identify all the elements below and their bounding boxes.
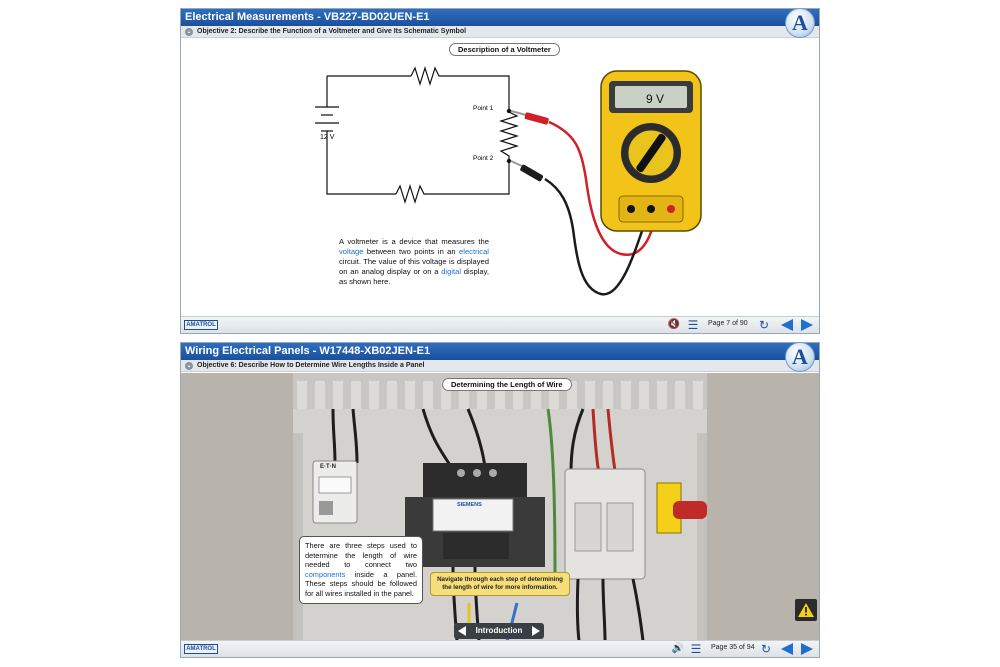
voltmeter-diagram: 12 V Point 1 Point 2 9 V — [315, 65, 702, 296]
slide-caption: Determining the Length of Wire — [442, 378, 572, 391]
slide-caption: Description of a Voltmeter — [449, 43, 560, 56]
objective-text: Objective 6: Describe How to Determine W… — [197, 362, 425, 369]
glossary-link-voltage[interactable]: voltage — [339, 247, 364, 256]
amatrol-brand: AMATROL — [184, 320, 218, 330]
amatrol-brand: AMATROL — [184, 644, 218, 654]
red-probe — [510, 110, 658, 257]
multimeter — [600, 70, 702, 232]
point1-label: Point 1 — [473, 105, 494, 112]
page-indicator: Page 35 of 94 — [711, 644, 755, 651]
objective-bar[interactable]: ⌄ Objective 6: Describe How to Determine… — [181, 360, 819, 372]
transformer-brand-label: SIEMENS — [457, 502, 482, 508]
menu-icon[interactable]: ☰ — [690, 642, 702, 656]
slide-content: E·T·N SIEMENS Determining the Length of … — [181, 373, 819, 641]
step-next-icon[interactable] — [532, 626, 540, 636]
step-prev-icon[interactable] — [458, 626, 466, 636]
battery-label: 12 V — [320, 134, 335, 141]
electrical-panel-photo: E·T·N SIEMENS — [293, 373, 707, 641]
objective-text: Objective 2: Describe the Function of a … — [197, 28, 467, 35]
amatrol-logo-icon: A — [785, 342, 815, 372]
meter-reading: 9 V — [646, 92, 664, 106]
point2-node — [506, 158, 512, 164]
page-indicator: Page 7 of 90 — [708, 320, 748, 327]
chevron-down-icon[interactable]: ⌄ — [185, 362, 193, 370]
objective-bar[interactable]: ⌄ Objective 2: Describe the Function of … — [181, 26, 819, 38]
warning-icon — [798, 603, 814, 617]
prev-arrow-icon[interactable] — [781, 643, 793, 655]
mute-icon[interactable]: 🔇 — [667, 319, 681, 330]
breaker-brand-label: E·T·N — [320, 464, 336, 470]
chevron-down-icon[interactable]: ⌄ — [185, 28, 193, 36]
black-probe — [510, 160, 648, 296]
glossary-link-digital[interactable]: digital — [441, 267, 462, 276]
window-title: Wiring Electrical Panels - W17448-XB02JE… — [181, 343, 819, 360]
amatrol-logo-icon: A — [785, 8, 815, 38]
navigation-bar: AMATROL 🔊 ☰ Page 35 of 94 ↻ — [181, 640, 819, 657]
course-window-voltmeter: Electrical Measurements - VB227-BD02UEN-… — [180, 8, 820, 334]
menu-icon[interactable]: ☰ — [687, 318, 699, 332]
navigation-hint-callout: Navigate through each step of determinin… — [430, 572, 570, 596]
glossary-link-components[interactable]: components — [305, 569, 346, 579]
next-arrow-icon[interactable] — [801, 319, 813, 331]
next-arrow-icon[interactable] — [801, 643, 813, 655]
slide-content: Description of a Voltmeter — [181, 39, 819, 317]
circuit-schematic — [315, 65, 520, 205]
point2-label: Point 2 — [473, 155, 494, 162]
steps-note: There are three steps used to determine … — [299, 536, 423, 604]
voltmeter-description: A voltmeter is a device that measures th… — [339, 237, 489, 286]
volume-icon[interactable]: 🔊 — [671, 643, 685, 654]
point1-node — [506, 108, 512, 114]
course-window-wiring: Wiring Electrical Panels - W17448-XB02JE… — [180, 342, 820, 658]
prev-arrow-icon[interactable] — [781, 319, 793, 331]
warning-button[interactable] — [795, 599, 817, 621]
step-label: Introduction — [475, 626, 523, 635]
navigation-bar: AMATROL 🔇 ☰ Page 7 of 90 ↻ — [181, 316, 819, 333]
step-navigator[interactable]: Introduction — [454, 623, 544, 639]
glossary-link-electrical[interactable]: electrical — [459, 247, 489, 256]
refresh-icon[interactable]: ↻ — [760, 642, 772, 656]
window-title: Electrical Measurements - VB227-BD02UEN-… — [181, 9, 819, 26]
refresh-icon[interactable]: ↻ — [758, 318, 770, 332]
